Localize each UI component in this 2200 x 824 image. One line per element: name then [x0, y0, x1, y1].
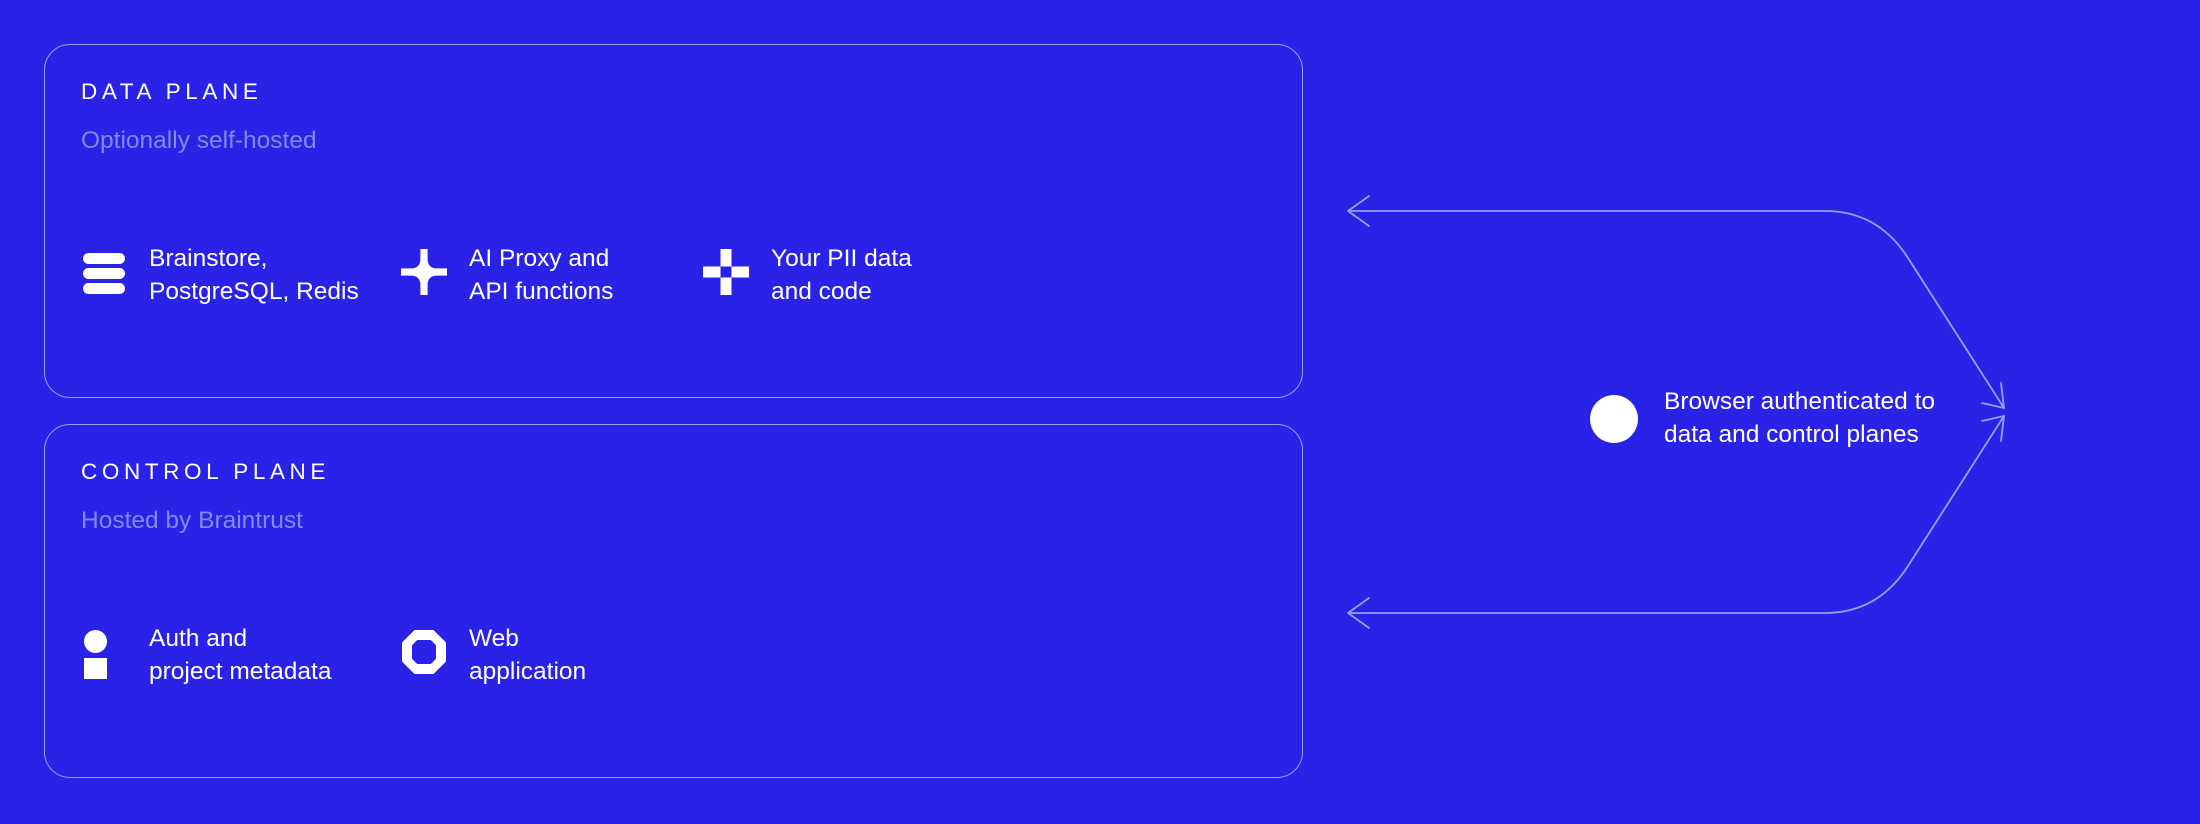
data-plane-feature-row: Brainstore, PostgreSQL, Redis AI Proxy a… [81, 243, 912, 308]
data-plane-card: DATA PLANE Optionally self-hosted Brains… [44, 44, 1303, 398]
control-plane-subtitle: Hosted by Braintrust [81, 507, 303, 534]
feature-pii-data: Your PII data and code [703, 243, 912, 308]
feature-ai-proxy-label: AI Proxy and API functions [469, 245, 614, 305]
plus-icon [703, 249, 749, 295]
feature-pii-data-label: Your PII data and code [771, 245, 912, 305]
feature-brainstore-label: Brainstore, PostgreSQL, Redis [149, 245, 359, 305]
person-icon [81, 629, 127, 679]
feature-ai-proxy: AI Proxy and API functions [401, 243, 703, 308]
octagon-icon [401, 629, 447, 675]
feature-brainstore: Brainstore, PostgreSQL, Redis [81, 243, 401, 308]
stack-icon [81, 249, 127, 295]
data-plane-connector [1347, 195, 2005, 409]
feature-auth: Auth and project metadata [81, 623, 401, 688]
control-plane-feature-row: Auth and project metadata Web applicatio… [81, 623, 586, 688]
circle-icon [1590, 395, 1638, 443]
control-plane-eyebrow: CONTROL PLANE [81, 459, 331, 484]
sparkle-icon [401, 249, 447, 295]
browser-node: Browser authenticated to data and contro… [1590, 385, 1935, 451]
data-plane-eyebrow: DATA PLANE [81, 79, 263, 104]
browser-label: Browser authenticated to data and contro… [1664, 388, 1936, 449]
data-plane-subtitle: Optionally self-hosted [81, 127, 317, 154]
feature-auth-label: Auth and project metadata [149, 625, 332, 685]
feature-web-application-label: Web application [469, 625, 587, 685]
feature-web-application: Web application [401, 623, 586, 688]
control-plane-card: CONTROL PLANE Hosted by Braintrust Auth … [44, 424, 1303, 778]
